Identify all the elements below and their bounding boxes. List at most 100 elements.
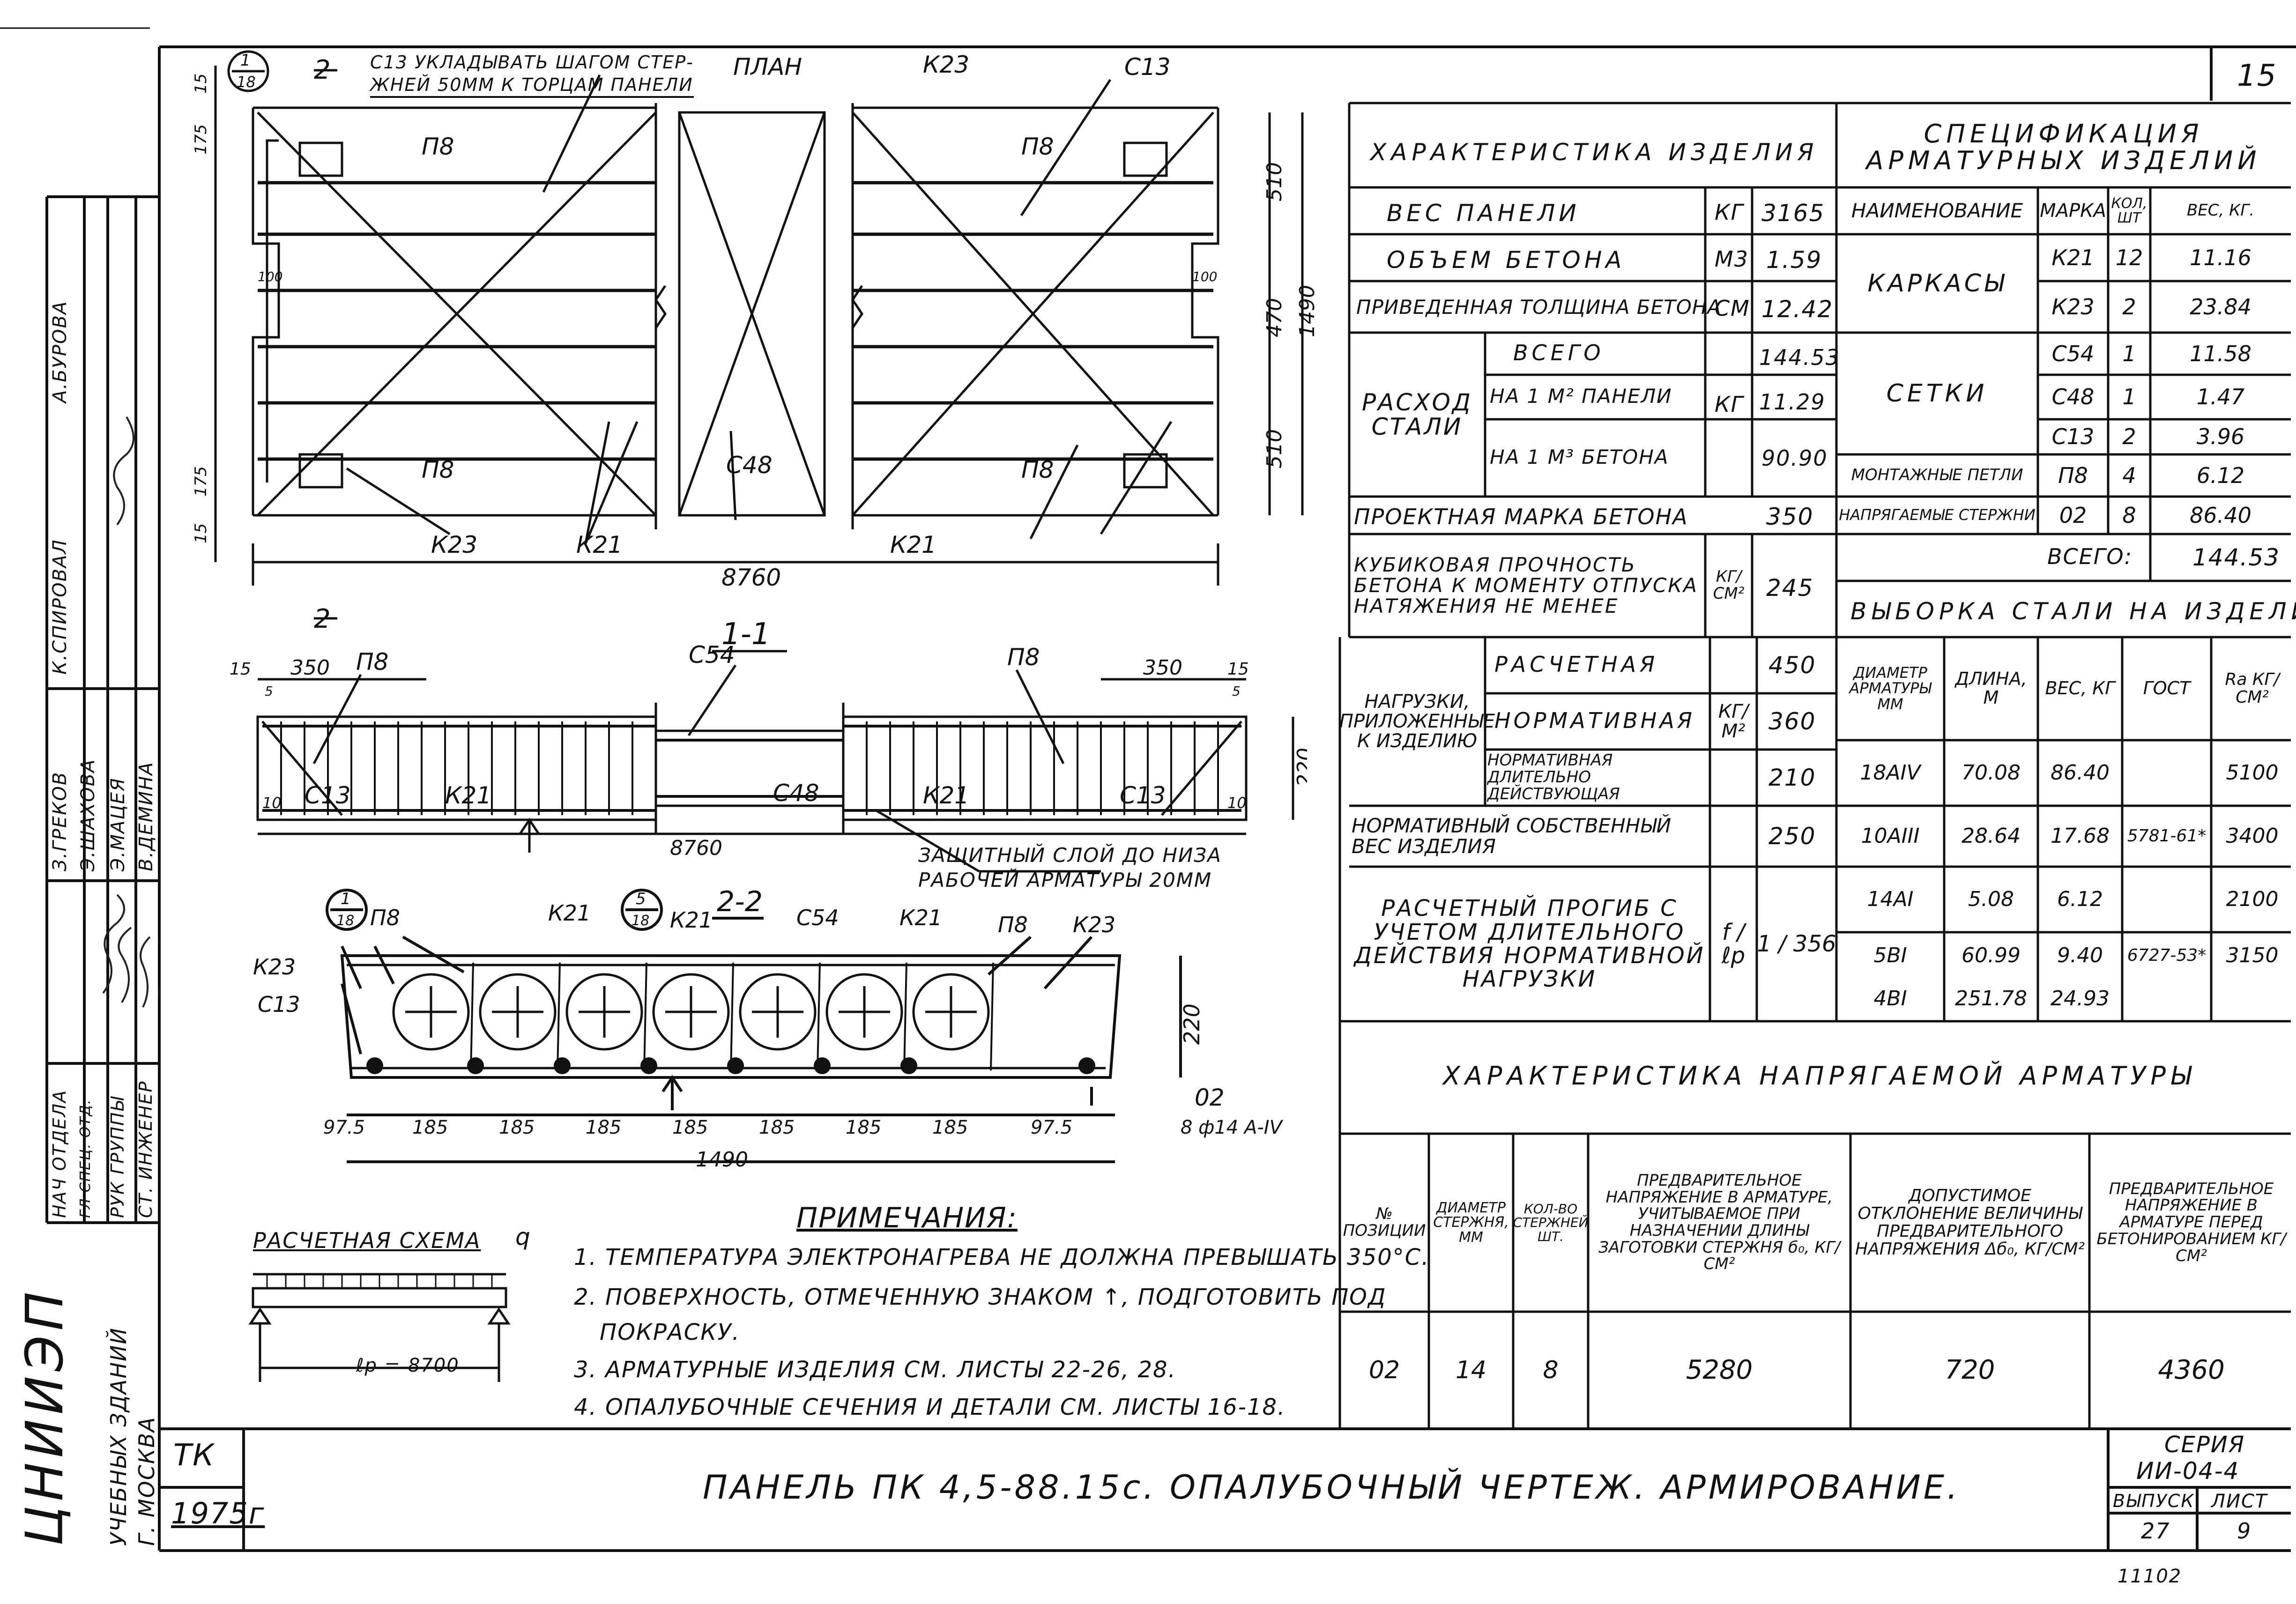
plan-label-p8-left: П8 [422,133,454,160]
char-row-3-value: 12.42 [1761,296,1834,323]
char-row-1-name: ВЕС ПАНЕЛИ [1387,200,1580,227]
spec-p8-qty: 4 [2122,462,2136,488]
spec-group-nets: СЕТКИ [1886,379,1988,408]
drawing-title: ПАНЕЛЬ ПК 4,5-88.15с. ОПАЛУБОЧНЫЙ ЧЕРТЕЖ… [703,1468,1961,1507]
loads-val-2: 360 [1768,708,1816,735]
s11-label-c54: С54 [689,641,735,668]
note-1: 1. ТЕМПЕРАТУРА ЭЛЕКТРОНАГРЕВА НЕ ДОЛЖНА … [574,1244,1430,1270]
steel-sel-r1-c1: 18АIV [1860,760,1921,785]
issue-label: ВЫПУСК [2113,1491,2195,1511]
steel-sel-r4-c5: 3150 [2226,943,2279,967]
spec-k21-mark: К21 [2051,245,2095,270]
signatures [102,416,159,1008]
spec-02-weight: 86.40 [2190,502,2251,528]
plan-dim-510b: 510 [1263,429,1286,468]
plan-dim-100-left: 100 [258,269,282,284]
loads-name: НАГРУЗКИ, ПРИЛОЖЕННЫЕ К ИЗДЕЛИЮ [1339,691,1495,752]
plan-label-p8-right-bottom: П8 [1021,456,1054,483]
steel-sel-r3-c2: 5.08 [1968,887,2014,911]
s11-dim-10a: 10 [262,794,282,812]
grade-name: ПРОЕКТНАЯ МАРКА БЕТОНА [1354,504,1688,529]
s22-dim-5: 185 [759,1117,795,1138]
steel-sel-r3-c5: 2100 [2226,887,2279,911]
spec-k21-weight: 11.16 [2190,245,2251,270]
s11-dim-10b: 10 [1227,794,1247,812]
spec-k21-qty: 12 [2115,245,2143,270]
s11-dim-350b: 350 [1143,656,1182,680]
steel-sel-r2-c4: 5781-61* [2127,826,2207,846]
plan-dim-15-top: 15 [192,74,210,94]
s22-label-k23b: К23 [1073,912,1115,937]
plan-section-mark-bottom: 2 [314,604,331,632]
plan-label-p8-right: П8 [1021,133,1054,160]
loads-sub-1: РАСЧЕТНАЯ [1494,652,1659,677]
own-weight-name: НОРМАТИВНЫЙ СОБСТВЕННЫЙ ВЕС ИЗДЕЛИЯ [1352,814,1672,858]
steel-val-2: 11.29 [1759,389,1826,415]
notes-title: ПРИМЕЧАНИЯ: [796,1202,1018,1234]
note-2: 2. ПОВЕРХНОСТЬ, ОТМЕЧЕННУЮ ЗНАКОМ ↑, ПОД… [574,1284,1387,1310]
plan-label-k21b: К21 [890,531,936,558]
spec-group-frames: КАРКАСЫ [1867,269,2007,297]
char-row-1-value: 3165 [1761,200,1825,227]
plan-label-c13: С13 [1124,53,1171,81]
prestress-h-deviation: ДОПУСТИМОЕ ОТКЛОНЕНИЕ ВЕЛИЧИНЫ ПРЕДВАРИТ… [1855,1186,2085,1259]
steel-sub-1: ВСЕГО [1513,340,1605,365]
plan-dim-1490: 1490 [1295,285,1319,337]
loads-sub-3: НОРМАТИВНАЯ ДЛИТЕЛЬНО ДЕЙСТВУЮЩАЯ [1487,751,1620,803]
s22-callout-2-num: 5 [636,890,646,908]
note-2-cont: ПОКРАСКУ. [600,1319,740,1345]
loads-sub-2: НОРМАТИВНАЯ [1494,708,1695,733]
s11-dim-15b: 15 [1227,660,1249,679]
spec-c54-weight: 11.58 [2190,341,2251,366]
steel-sub-2: НА 1 М² ПАНЕЛИ [1490,385,1672,408]
section-1-1-title: 1-1 [721,617,771,652]
prestress-v-qty: 8 [1543,1356,1559,1384]
spec-c54-qty: 1 [2122,341,2136,366]
char-title: ХАРАКТЕРИСТИКА ИЗДЕЛИЯ [1370,139,1819,166]
plan-label-p8-left-bottom: П8 [422,456,454,483]
plan-callout-num: 1 [240,51,251,70]
s11-label-c13b: С13 [1120,782,1166,809]
s22-dim-0: 97.5 [323,1117,365,1138]
grade-value: 350 [1766,503,1814,530]
steel-sel-r4-c4: 6727-53* [2127,946,2207,965]
calc-scheme-span: ℓр = 8700 [356,1355,460,1376]
spec-header-mark: МАРКА [2040,200,2106,222]
tk-label: ТК [173,1438,215,1473]
spec-k23-weight: 23.84 [2190,294,2251,319]
spec-group-loops: МОНТАЖНЫЕ ПЕТЛИ [1851,466,2023,485]
spec-c13-qty: 2 [2122,424,2136,450]
char-row-2-name: ОБЪЕМ БЕТОНА [1387,246,1626,274]
spec-total-value: 144.53 [2192,544,2280,571]
series-label: СЕРИЯ [2164,1432,2245,1458]
steel-sel-r1-c3: 86.40 [2051,760,2110,785]
prestress-h-qty: КОЛ-ВО СТЕРЖНЕЙ ШТ. [1513,1201,1589,1244]
spec-c13-weight: 3.96 [2196,424,2245,450]
s22-callout-1-den: 18 [336,913,354,929]
section-1-1-note: ЗАЩИТНЫЙ СЛОЙ ДО НИЗА РАБОЧЕЙ АРМАТУРЫ 2… [918,844,1222,891]
spec-c48-mark: С48 [2051,384,2095,410]
prestress-v-pos: 02 [1368,1356,1400,1384]
spec-c48-qty: 1 [2122,384,2136,410]
char-row-2-unit: М3 [1715,246,1749,272]
steel-sel-r5-c1: 4ВI [1873,987,1907,1011]
section-1-1-drawing: 1-1 15 350 5 350 15 5 220 10 10 П8 С54 П… [230,617,1307,873]
prestress-h-pos: № ПОЗИЦИИ [1343,1204,1426,1240]
prestress-v-diameter: 14 [1455,1356,1487,1384]
section-2-2-drawing: 2-2 1 18 5 18 П8 К21 К21 С54 К21 П8 К23 … [253,885,1284,1172]
steel-sel-r5-c2: 251.78 [1955,987,2027,1011]
sheet-value: 9 [2237,1518,2252,1544]
steel-sel-r5-c3: 24.93 [2051,987,2110,1011]
char-row-3-unit: СМ [1715,296,1750,321]
steel-sel-r2-c5: 3400 [2226,824,2279,848]
s11-label-p8: П8 [356,648,388,676]
steel-name: РАСХОД СТАЛИ [1362,388,1472,440]
s22-dim-2: 185 [499,1117,535,1138]
s11-label-p8b: П8 [1007,644,1040,671]
steel-sel-h-diameter: ДИАМЕТР АРМАТУРЫ ММ [1849,663,1932,713]
prestress-h-diameter: ДИАМЕТР СТЕРЖНЯ, ММ [1433,1199,1509,1246]
calc-scheme-drawing [248,1273,511,1382]
deflection-unit: f / ℓр [1721,919,1746,969]
s22-dim-6: 185 [846,1117,881,1138]
